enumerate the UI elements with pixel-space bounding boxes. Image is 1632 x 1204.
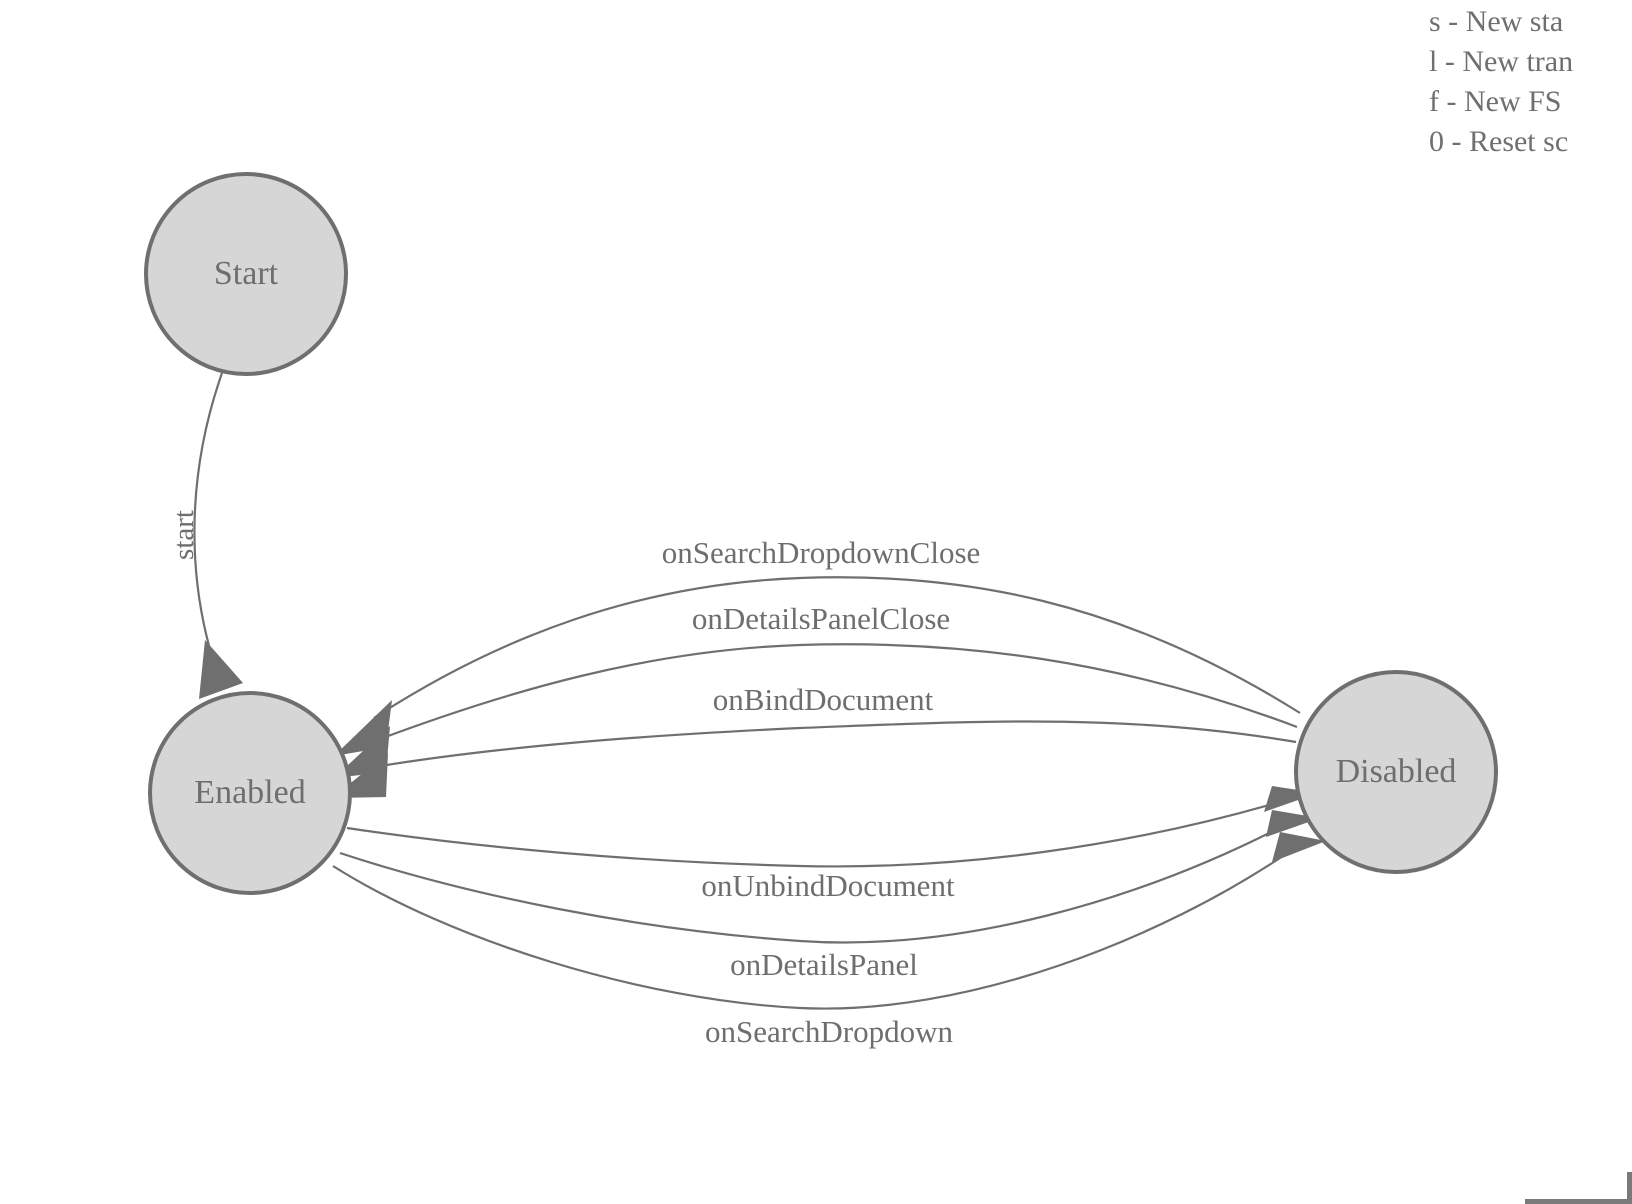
transition-on-unbind-document-path xyxy=(346,799,1284,868)
help-line-new-state: s - New sta xyxy=(1429,5,1564,38)
transition-on-bind-document-path xyxy=(367,720,1297,770)
panel-corner-frame xyxy=(1525,1172,1632,1204)
transition-on-search-dropdown-close-label: onSearchDropdownClose xyxy=(662,535,981,570)
transition-on-unbind-document[interactable]: onUnbindDocument xyxy=(346,786,1318,903)
transition-start-path xyxy=(193,372,224,661)
state-node-enabled-label: Enabled xyxy=(194,774,305,811)
transition-start[interactable]: start xyxy=(168,372,243,699)
state-node-start[interactable]: Start xyxy=(144,172,348,376)
transition-on-details-panel[interactable]: onDetailsPanel xyxy=(339,810,1320,982)
transition-on-bind-document[interactable]: onBindDocument xyxy=(332,682,1297,798)
transition-on-search-dropdown-arrowhead xyxy=(1272,832,1326,862)
state-node-disabled-label: Disabled xyxy=(1336,753,1457,790)
transition-on-search-dropdown-close[interactable]: onSearchDropdownClose xyxy=(334,535,1301,756)
state-node-start-circle xyxy=(144,172,348,376)
transition-start-label: start xyxy=(168,510,200,560)
transition-on-search-dropdown[interactable]: onSearchDropdown xyxy=(332,832,1326,1049)
state-node-disabled[interactable]: Disabled xyxy=(1294,670,1498,874)
transition-start-arrowhead xyxy=(199,640,243,699)
help-line-new-transition: l - New tran xyxy=(1429,45,1574,78)
help-legend: s - New sta l - New tran f - New FS 0 - … xyxy=(1429,2,1632,162)
transition-on-details-panel-label: onDetailsPanel xyxy=(730,947,918,982)
state-node-enabled-circle xyxy=(148,691,352,895)
help-line-new-fsm: f - New FS xyxy=(1429,85,1562,118)
transition-on-bind-document-label: onBindDocument xyxy=(713,682,934,717)
state-node-start-label: Start xyxy=(214,255,279,292)
transition-on-details-panel-path xyxy=(339,824,1286,944)
help-line-reset-scene: 0 - Reset sc xyxy=(1429,125,1569,158)
transition-on-search-dropdown-close-path xyxy=(373,576,1301,719)
transition-on-details-panel-close-label: onDetailsPanelClose xyxy=(692,601,950,636)
transition-on-search-dropdown-path xyxy=(332,849,1293,1010)
state-node-enabled[interactable]: Enabled xyxy=(148,691,352,895)
state-node-disabled-circle xyxy=(1294,670,1498,874)
transition-on-search-dropdown-label: onSearchDropdown xyxy=(705,1014,953,1049)
transition-on-unbind-document-label: onUnbindDocument xyxy=(701,868,955,903)
transition-on-details-panel-close-path xyxy=(371,643,1298,744)
